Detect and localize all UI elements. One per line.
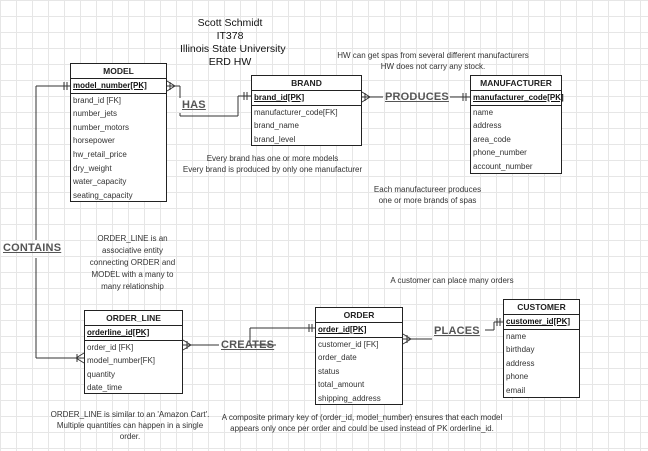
entity-brand-header: BRAND xyxy=(252,76,361,91)
customer-pk-field: customer_id[PK] xyxy=(504,315,579,330)
order-field: order_date xyxy=(318,353,357,363)
customer-field: phone xyxy=(506,372,529,382)
order-line-field: quantity xyxy=(87,369,116,379)
brand-field: brand_name xyxy=(254,121,299,131)
customer-field: address xyxy=(506,358,535,368)
entity-manufacturer[interactable]: MANUFACTURER manufacturer_code[PK] name … xyxy=(470,75,564,174)
manufacturer-field: phone_number xyxy=(473,148,527,158)
entity-customer[interactable]: CUSTOMER customer_id[PK] name birthday a… xyxy=(503,299,580,398)
note-composite-key: A composite primary key of (order_id, mo… xyxy=(221,413,503,433)
order-line-field: model_number[FK] xyxy=(87,356,156,366)
model-field: seating_capacity xyxy=(73,190,133,200)
order-field: total_amount xyxy=(318,380,365,390)
customer-field: birthday xyxy=(506,345,535,355)
customer-field: name xyxy=(506,331,527,341)
manufacturer-pk-field: manufacturer_code[PK] xyxy=(471,91,564,106)
entity-order-line-header: ORDER_LINE xyxy=(85,311,182,326)
manufacturer-field: account_number xyxy=(473,161,533,171)
relationship-contains: CONTAINS xyxy=(3,242,62,254)
customer-field: email xyxy=(506,385,526,395)
title-block: Scott Schmidt IT378 Illinois State Unive… xyxy=(180,17,286,69)
model-field: number_jets xyxy=(73,109,118,119)
entity-model-header: MODEL xyxy=(71,64,166,79)
order-line-field: date_time xyxy=(87,383,123,393)
model-field: brand_id [FK] xyxy=(73,95,122,105)
assignment-name: ERD HW xyxy=(208,56,252,68)
note-order-line: ORDER_LINE is an associative entity conn… xyxy=(89,234,176,291)
manufacturer-field: address xyxy=(473,121,502,131)
note-manufacturer: Each manufactureer produces one or more … xyxy=(373,185,482,205)
entity-customer-header: CUSTOMER xyxy=(504,300,579,315)
order-field: status xyxy=(318,366,340,376)
entity-order[interactable]: ORDER order_id[PK] customer_id [FK] orde… xyxy=(315,307,403,405)
brand-field: manufacturer_code[FK] xyxy=(254,107,338,117)
brand-field: brand_level xyxy=(254,134,296,144)
note-customer: A customer can place many orders xyxy=(390,276,514,285)
entity-order-header: ORDER xyxy=(316,308,402,323)
model-field: number_motors xyxy=(73,122,130,132)
model-field: dry_weight xyxy=(73,163,112,173)
relationship-has: HAS xyxy=(182,99,206,111)
model-pk-field: model_number[PK] xyxy=(71,79,166,94)
relationship-produces: PRODUCES xyxy=(385,91,449,103)
note-brand: Every brand has one or more models Every… xyxy=(182,154,363,174)
entity-order-line[interactable]: ORDER_LINE orderline_id[PK] order_id [FK… xyxy=(84,310,183,394)
entity-brand[interactable]: BRAND brand_id[PK] manufacturer_code[FK]… xyxy=(251,75,362,146)
order-line-field: order_id [FK] xyxy=(87,342,134,352)
entity-manufacturer-header: MANUFACTURER xyxy=(471,76,561,91)
note-amazon-cart: ORDER_LINE is similar to an 'Amazon Cart… xyxy=(50,410,210,441)
course-code: IT378 xyxy=(216,30,244,42)
author-name: Scott Schmidt xyxy=(197,17,263,29)
order-pk-field: order_id[PK] xyxy=(316,323,402,338)
model-field: hw_retail_price xyxy=(73,149,127,159)
brand-pk-field: brand_id[PK] xyxy=(252,91,361,106)
university-name: Illinois State University xyxy=(180,43,286,55)
order-line-pk-field: orderline_id[PK] xyxy=(85,326,182,341)
manufacturer-field: area_code xyxy=(473,134,511,144)
order-field: shipping_address xyxy=(318,393,381,403)
entity-model[interactable]: MODEL model_number[PK] brand_id [FK] num… xyxy=(70,63,167,202)
note-spas: HW can get spas from several different m… xyxy=(337,51,529,71)
relationship-places: PLACES xyxy=(434,325,480,337)
relationship-creates: CREATES xyxy=(221,339,275,351)
manufacturer-field: name xyxy=(473,107,494,117)
model-field: horsepower xyxy=(73,136,115,146)
order-field: customer_id [FK] xyxy=(318,339,379,349)
model-field: water_capacity xyxy=(73,177,127,187)
